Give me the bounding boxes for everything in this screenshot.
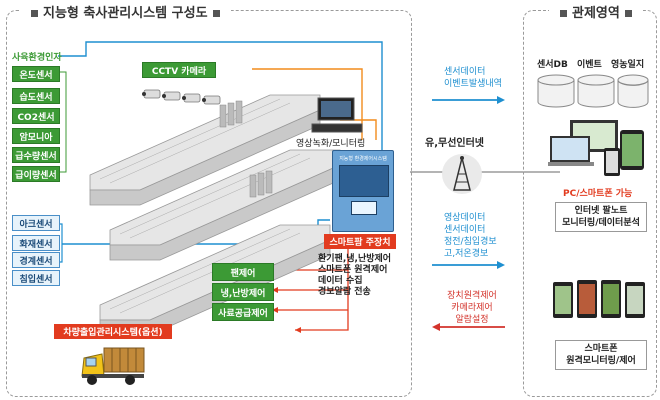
network-label: 유,무선인터넷 <box>425 138 484 149</box>
vehicle-access-label: 차량출입관리시스템(옵션) <box>54 324 172 339</box>
upload-line: 고,저온경보 <box>444 249 489 259</box>
sensor-fire: 화재센서 <box>12 235 60 251</box>
pc-label: PC/스마트폰 가능 <box>563 189 633 199</box>
sensor-data-line: 이벤트발생내역 <box>444 79 502 89</box>
system-diagram-title: 지능형 축사관리시스템 구성도 <box>20 2 231 21</box>
cctv-camera-label: CCTV 카메라 <box>142 62 216 78</box>
sensor-humidity: 습도센서 <box>12 88 60 104</box>
upload-line: 센서데이터 <box>444 225 486 235</box>
function-line: 경보알람 전송 <box>318 287 371 297</box>
phone-caption-line: 스마트폰 <box>584 344 618 354</box>
upload-line: 영상데이터 <box>444 213 486 223</box>
truck-icon <box>81 347 145 385</box>
video-recorder-icon <box>311 97 363 133</box>
sensor-intrusion: 침입센서 <box>12 270 60 286</box>
sensor-temperature: 온도센서 <box>12 66 60 82</box>
pc-devices-icon <box>548 120 644 176</box>
device-panel <box>339 165 389 197</box>
sensor-feed-supply: 급이량센서 <box>12 166 60 182</box>
remote-line: 카메라제어 <box>451 303 493 313</box>
remote-line: 알람설정 <box>455 315 489 325</box>
pc-caption-line: 모니터링/데이터분석 <box>562 218 640 228</box>
smart-device-functions: 환기팬,냉,난방제어 스마트폰 원격제어 데이터 수집 경보알람 전송 <box>318 254 391 298</box>
sensor-boundary: 경계센서 <box>12 252 60 268</box>
remote-control-text: 장치원격제어 카메라제어 알람설정 <box>440 290 504 326</box>
sensor-water-supply: 급수량센서 <box>12 147 60 163</box>
sensor-data-line: 센서데이터 <box>444 67 486 77</box>
sensor-data-text: 센서데이터 이벤트발생내역 <box>444 66 502 90</box>
upload-line: 정전/침입경보 <box>444 237 497 247</box>
pc-caption-line: 인터넷 팔노트 <box>574 206 628 216</box>
sensor-ammonia: 암모니아 <box>12 128 60 144</box>
device-display <box>351 201 377 215</box>
device-screen-title: 지능형 환경제어시스템 <box>339 156 387 162</box>
remote-line: 장치원격제어 <box>447 291 497 301</box>
cctv-camera-icons <box>142 89 221 105</box>
phone-caption-line: 원격모니터링/제어 <box>566 356 636 366</box>
control-area-title: 관제영역 <box>549 2 643 21</box>
database-icons <box>537 74 649 108</box>
sensor-co2: CO2센서 <box>12 108 60 124</box>
smartphones-icon <box>553 280 645 318</box>
recording-label: 영상녹화/모니터링 <box>296 139 366 149</box>
heating-cooling-control: 냉,난방제어 <box>212 283 274 301</box>
fan-control: 팬제어 <box>212 263 274 281</box>
smart-farm-device: 지능형 환경제어시스템 <box>332 150 394 232</box>
upload-data-text: 영상데이터 센서데이터 정전/침입경보 고,저온경보 <box>444 212 497 260</box>
pc-caption: 인터넷 팔노트 모니터링/데이터분석 <box>555 202 647 232</box>
phone-caption: 스마트폰 원격모니터링/제어 <box>555 340 647 370</box>
function-line: 데이터 수집 <box>318 276 363 286</box>
db-label-sensor: 센서DB <box>537 60 568 70</box>
smart-device-label: 스마트팜 주장치 <box>324 234 396 249</box>
feed-supply-control: 사료공급제어 <box>212 303 274 321</box>
sensor-arc: 아크센서 <box>12 215 60 231</box>
network-tower-icon <box>442 154 482 194</box>
title-bullet-icon <box>31 9 38 17</box>
title-bullet-icon <box>624 9 632 17</box>
db-label-farm-log: 영농일지 <box>611 60 645 70</box>
function-line: 환기팬,냉,난방제어 <box>318 254 392 264</box>
function-line: 스마트폰 원격제어 <box>318 265 388 275</box>
title-bullet-icon <box>212 9 220 17</box>
title-bullet-icon <box>560 9 567 17</box>
db-label-event: 이벤트 <box>577 60 602 70</box>
env-factor-label: 사육환경인자 <box>12 53 62 63</box>
